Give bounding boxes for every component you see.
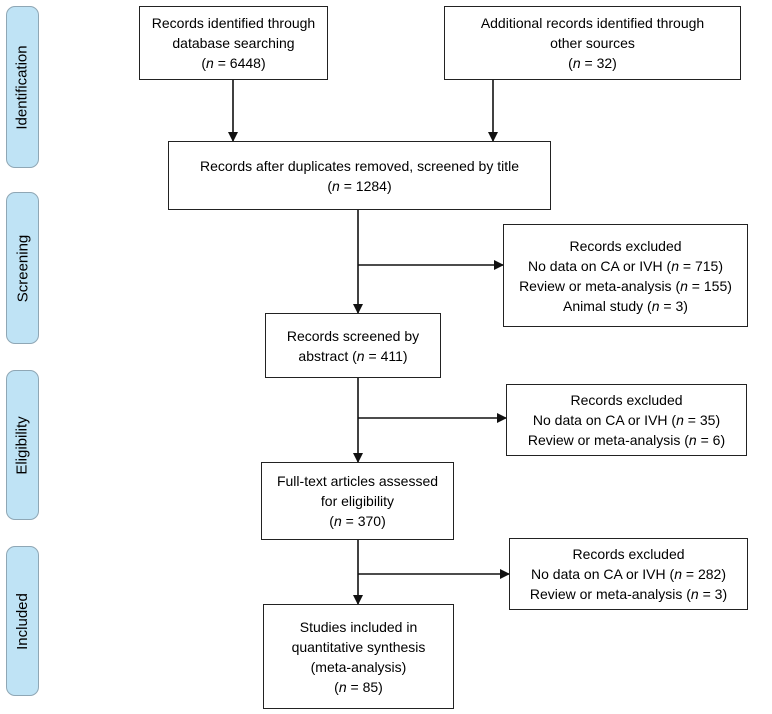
fulltext-line-2: for eligibility: [320, 493, 395, 509]
excluded-2-title: Records excluded: [570, 392, 683, 408]
phase-identification: Identification: [6, 6, 39, 168]
after-duplicates-count: (n = 1284): [327, 177, 392, 194]
excluded-3-item-2: Review or meta-analysis (n = 3): [529, 586, 728, 602]
phase-screening: Screening: [6, 192, 39, 344]
abstract-line-1: Records screened by: [286, 327, 420, 344]
excluded-2-item-1: No data on CA or IVH (n = 35): [532, 412, 721, 428]
fulltext-line-1: Full-text articles assessed: [276, 473, 439, 489]
included-box: Studies included in quantitative synthes…: [263, 604, 454, 709]
other-sources-count: (n = 32): [568, 55, 617, 71]
included-line-3: (meta-analysis): [310, 658, 407, 675]
excluded-3-title: Records excluded: [572, 546, 685, 562]
included-count: (n = 85): [334, 678, 383, 695]
other-sources-line-1: Additional records identified through: [480, 15, 705, 31]
fulltext-count: (n = 370): [329, 513, 386, 529]
abstract-count: abstract (n = 411): [298, 347, 408, 364]
phase-included: Included: [6, 546, 39, 696]
excluded-1-item-3: Animal study (n = 3): [563, 297, 688, 314]
excluded-2-item-2: Review or meta-analysis (n = 6): [527, 432, 726, 448]
db-search-count: (n = 6448): [201, 55, 266, 71]
after-duplicates-line-1: Records after duplicates removed, screen…: [199, 157, 520, 174]
excluded-1-item-1: No data on CA or IVH (n = 715): [528, 257, 723, 274]
excluded-1-item-2: Review or meta-analysis (n = 155): [519, 277, 732, 294]
db-search-box: Records identified through database sear…: [139, 6, 328, 80]
db-search-line-2: database searching: [172, 35, 295, 51]
after-duplicates-box: Records after duplicates removed, screen…: [168, 141, 551, 210]
db-search-line-1: Records identified through: [151, 15, 316, 31]
phase-eligibility: Eligibility: [6, 370, 39, 520]
abstract-box: Records screened by abstract (n = 411): [265, 313, 441, 378]
excluded-1-title: Records excluded: [569, 237, 682, 254]
excluded-box-2: Records excluded No data on CA or IVH (n…: [506, 384, 747, 456]
included-line-1: Studies included in: [299, 618, 418, 635]
other-sources-box: Additional records identified through ot…: [444, 6, 741, 80]
excluded-3-item-1: No data on CA or IVH (n = 282): [531, 566, 726, 582]
other-sources-line-2: other sources: [550, 35, 635, 51]
included-line-2: quantitative synthesis: [291, 638, 426, 655]
fulltext-box: Full-text articles assessed for eligibil…: [261, 462, 454, 540]
excluded-box-3: Records excluded No data on CA or IVH (n…: [509, 538, 748, 610]
excluded-box-1: Records excluded No data on CA or IVH (n…: [503, 224, 748, 327]
